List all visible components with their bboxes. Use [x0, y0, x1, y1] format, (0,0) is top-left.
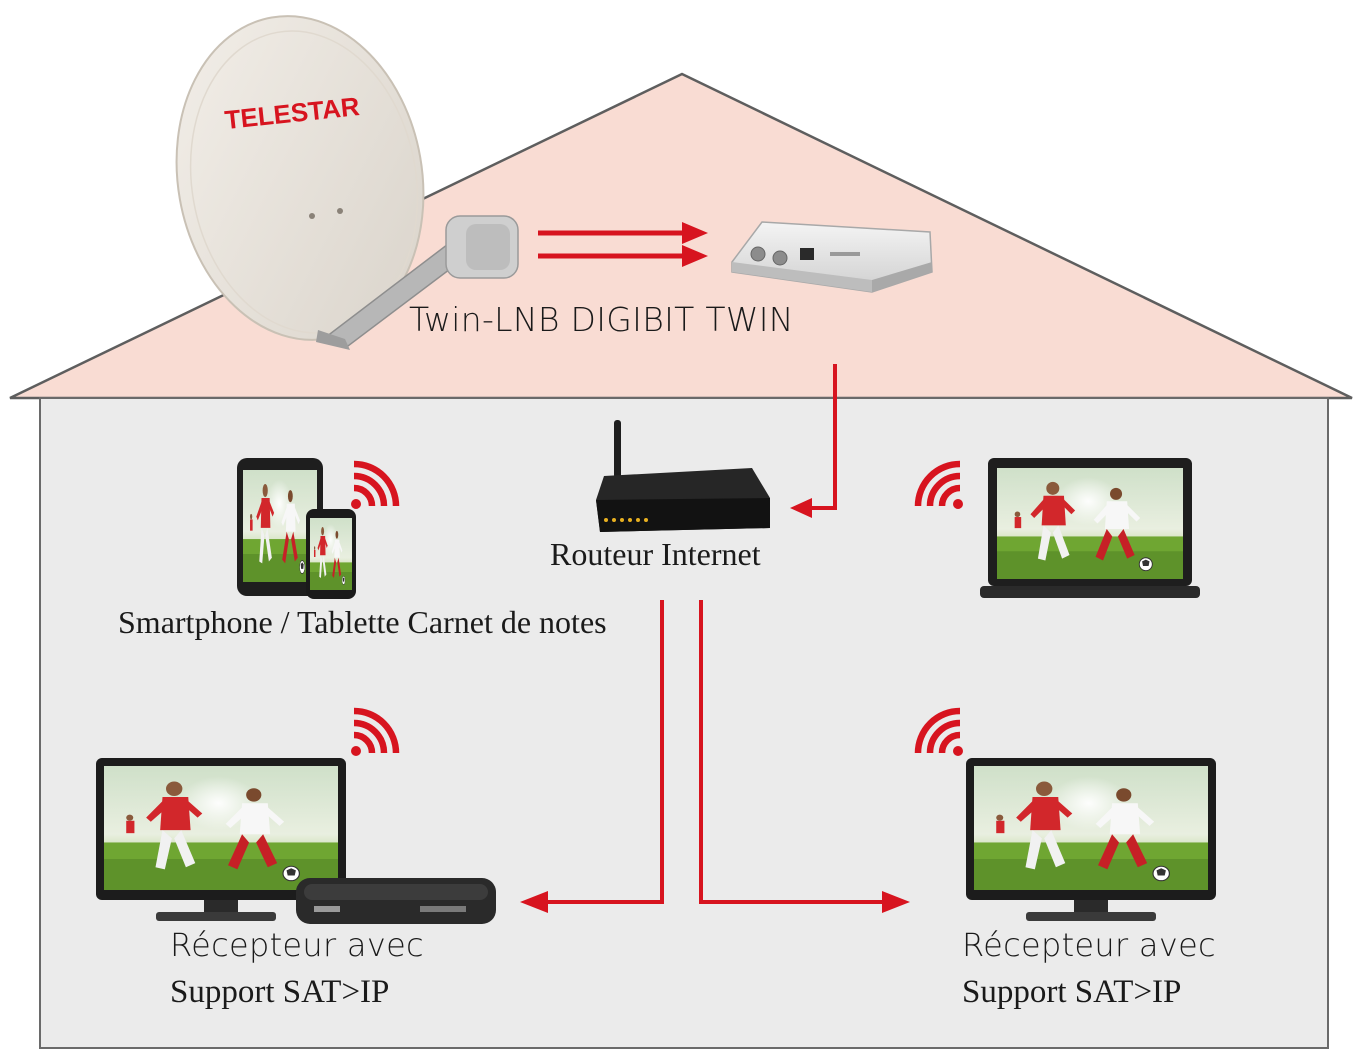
lnb-label: Twin-LNB DIGIBIT TWIN [409, 300, 794, 339]
connection-arrow-icon [699, 600, 910, 913]
receiver-right-label-line2: Support SAT>IP [962, 974, 1182, 1010]
mobile-devices-label: Smartphone / Tablette Carnet de notes [118, 604, 607, 640]
tablet-icon [237, 458, 323, 596]
receiver-right-label-line1: Récepteur avec [962, 926, 1216, 964]
router-icon [596, 420, 770, 532]
receiver-left-label-line2: Support SAT>IP [170, 974, 390, 1010]
set-top-box-icon [296, 878, 496, 924]
router-label: Routeur Internet [550, 536, 761, 572]
tv-icon [96, 758, 346, 921]
smartphone-icon [306, 509, 356, 599]
laptop-icon [980, 458, 1200, 598]
tv-icon [966, 758, 1216, 921]
satellite-dish-icon: TELESTAR [175, 15, 519, 350]
receiver-left-label-line1: Récepteur avec [170, 926, 424, 964]
connection-arrow-icon [520, 600, 664, 913]
satip-server-icon [731, 221, 933, 293]
connection-arrow-icon [790, 364, 837, 518]
signal-arrow-icon [538, 222, 708, 267]
